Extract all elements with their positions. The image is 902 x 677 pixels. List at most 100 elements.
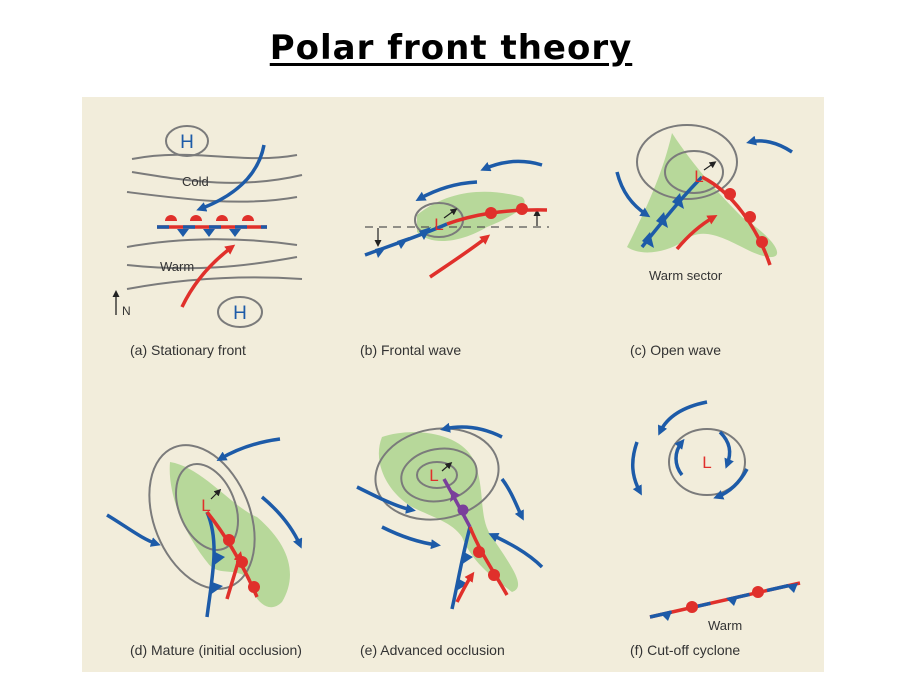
warm-front-semicircle [686, 601, 698, 613]
panel-f-cut-off-cyclone: L Warm (f) Cut-off cyclone [630, 400, 801, 658]
panel-a-stationary-front: H H Cold Warm N (a) Stationary front [112, 125, 303, 358]
warm-wind-arrow [429, 234, 491, 279]
warm-air-label: Warm [708, 618, 742, 633]
high-pressure-label: H [233, 303, 247, 324]
warm-front-semicircle [223, 534, 235, 546]
low-pressure-label: L [434, 215, 443, 234]
cold-air-label: Cold [182, 174, 209, 189]
isobar [126, 191, 298, 203]
cold-front-triangle [177, 229, 189, 237]
low-pressure-label: L [702, 453, 711, 472]
isobar-closed [175, 462, 239, 552]
cyclonic-wind-arrow [631, 441, 642, 496]
isobar-closed [668, 428, 746, 496]
cyclonic-wind-arrow [674, 438, 685, 477]
isobar-closed [664, 150, 724, 194]
cold-front-triangle [726, 596, 738, 606]
panel-d-mature: L (d) Mature (initial occlusion) [106, 437, 303, 658]
low-motion-arrow [703, 161, 717, 171]
warm-front-semicircle [752, 586, 764, 598]
warm-wind-arrow [455, 571, 475, 603]
cold-wind-arrow [415, 180, 478, 201]
cold-wind-arrow [488, 533, 544, 569]
panel-a-caption: (a) Stationary front [130, 342, 246, 358]
warm-front-semicircle [744, 211, 756, 223]
panel-f-caption: (f) Cut-off cyclone [630, 642, 740, 658]
high-pressure-ring [165, 125, 209, 157]
warm-wind-arrow [225, 551, 244, 600]
isobar [131, 153, 298, 160]
cold-front-triangle [203, 229, 215, 237]
isobar-closed [374, 427, 500, 521]
cyclonic-wind-arrow [718, 430, 734, 469]
warm-front-line [468, 526, 509, 596]
panel-c-caption: (c) Open wave [630, 342, 721, 358]
cold-front-line [450, 526, 472, 610]
low-motion-arrow [443, 208, 458, 219]
cold-wind-arrow [615, 171, 651, 218]
cold-wind-arrow [216, 437, 281, 462]
isobar [126, 256, 298, 270]
warm-air-label: Warm [160, 259, 194, 274]
warm-front-semicircle [248, 581, 260, 593]
isobar [131, 171, 303, 184]
slide-title: Polar front theory [269, 28, 633, 68]
isobar-closed [416, 461, 458, 489]
cold-front-triangle [672, 193, 684, 209]
cold-front-triangle [786, 583, 798, 593]
cold-front-triangle [660, 611, 672, 621]
low-pressure-label: L [429, 466, 438, 485]
warm-front-semicircle [216, 215, 228, 221]
north-label: N [122, 304, 131, 318]
low-pressure-label: L [694, 167, 703, 186]
warm-wind-arrow [675, 215, 718, 251]
panel-e-caption: (e) Advanced occlusion [360, 642, 505, 658]
low-motion-arrow [210, 488, 222, 500]
high-pressure-label: H [180, 132, 194, 153]
cold-front-triangle [229, 229, 241, 237]
warm-front-semicircle [724, 188, 736, 200]
diagram-figure: H H Cold Warm N (a) Stationary front [82, 97, 824, 672]
cyclonic-wind-arrow [713, 468, 749, 500]
cold-wind-arrow [500, 477, 524, 521]
panel-c-open-wave: L Warm sector (c) Open wave [615, 124, 793, 358]
low-motion-arrow [441, 462, 453, 472]
panel-e-advanced-occlusion: L (e) Advanced occlusion [356, 422, 544, 658]
cold-wind-arrow [106, 513, 161, 547]
cloud-area [627, 133, 778, 258]
cold-wind-arrow [356, 485, 416, 514]
panel-b-caption: (b) Frontal wave [360, 342, 461, 358]
cold-wind-arrow [440, 422, 503, 439]
panel-b-frontal-wave: L (b) Frontal wave [360, 159, 549, 358]
cold-wind-arrow [196, 144, 266, 212]
cyclonic-wind-arrow [658, 400, 708, 436]
isobar [126, 276, 303, 290]
isobar-closed [400, 447, 478, 503]
warm-sector-label: Warm sector [649, 268, 723, 283]
cold-wind-arrow [480, 159, 543, 172]
isobar-closed [636, 124, 738, 200]
occluded-front-semicircle [457, 504, 469, 516]
high-pressure-ring [217, 296, 263, 328]
occluded-front-line [442, 478, 472, 528]
cold-front-triangle [210, 582, 223, 595]
cold-front-triangle [461, 552, 473, 565]
warm-front-semicircle [242, 215, 254, 221]
low-pressure-label: L [201, 496, 210, 515]
cold-wind-arrow [746, 135, 793, 154]
cold-front-triangle [213, 552, 225, 566]
cold-front-triangle [419, 227, 431, 240]
cold-front-triangle [375, 246, 387, 258]
warm-front-semicircle [488, 569, 500, 581]
cold-front-triangle [656, 212, 668, 228]
diagram-canvas: H H Cold Warm N (a) Stationary front [82, 97, 824, 672]
warm-wind-arrow [180, 244, 236, 308]
stationary-front-line-cold [649, 581, 801, 619]
panel-d-caption: (d) Mature (initial occlusion) [130, 642, 302, 658]
warm-front-semicircle [473, 546, 485, 558]
warm-front-semicircle [190, 215, 202, 221]
warm-front-line [701, 175, 772, 266]
cold-front-triangle [397, 237, 409, 249]
occluded-front-triangle [450, 490, 460, 502]
cold-wind-arrow [381, 525, 441, 550]
